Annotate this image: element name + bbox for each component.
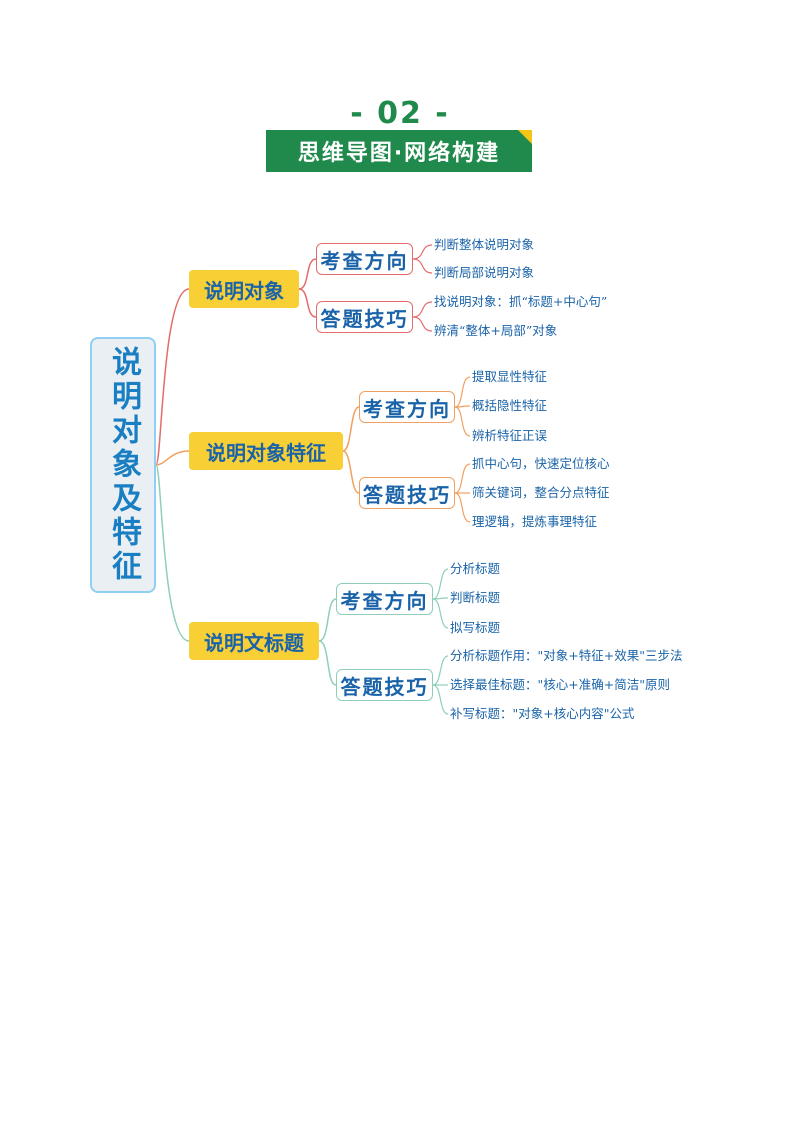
connector-b2-g2	[342, 450, 360, 494]
group-node-3-2: 答题技巧	[336, 669, 433, 701]
leaf-item: 辨清“整体+局部”对象	[434, 323, 558, 338]
leaf-item: 理逻辑，提炼事理特征	[472, 514, 598, 529]
leaf-item: 筛关键词，整合分点特征	[472, 485, 610, 500]
connector-b1-g2-i2	[412, 316, 433, 332]
connector-b3-g2-i1	[432, 655, 449, 686]
connector-b1-g2-i1	[412, 301, 433, 318]
branch-node-3: 说明文标题	[189, 622, 319, 660]
leaf-item: 判断标题	[450, 590, 501, 605]
leaf-item: 提取显性特征	[472, 369, 548, 384]
leaf-item: 判断局部说明对象	[434, 265, 535, 280]
connector-b3-g2-i3	[432, 684, 449, 715]
group-node-1-2: 答题技巧	[316, 301, 413, 333]
connector-b1-g1-i1	[412, 244, 433, 260]
banner-corner	[518, 130, 532, 144]
root-node: 说明对象及特征	[90, 337, 156, 593]
branch-node-1: 说明对象	[189, 270, 299, 308]
section-number: - 02 -	[350, 96, 450, 131]
section-banner: 思维导图·网络构建	[266, 130, 532, 172]
group-node-2-2: 答题技巧	[359, 477, 455, 509]
connector-b3-g1-i1	[432, 568, 449, 600]
group-node-2-1: 考查方向	[359, 391, 455, 423]
leaf-item: 找说明对象：抓“标题+中心句”	[434, 294, 608, 309]
connector-b2-g2-i3	[454, 492, 471, 523]
connector-b2-g1	[342, 406, 360, 452]
connector-b1-g1-i2	[412, 258, 433, 274]
leaf-item: 概括隐性特征	[472, 398, 548, 413]
leaf-item: 拟写标题	[450, 620, 501, 635]
leaf-item: 抓中心句，快速定位核心	[472, 456, 610, 471]
leaf-item: 选择最佳标题："核心+准确+简洁"原则	[450, 677, 670, 692]
leaf-item: 辨析特征正误	[472, 428, 548, 443]
connector-b3-g2	[318, 640, 337, 686]
connector-b3-g1	[318, 598, 337, 642]
connector-root-branch-1	[155, 288, 190, 466]
leaf-item: 补写标题："对象+核心内容"公式	[450, 706, 635, 721]
group-node-3-1: 考查方向	[336, 583, 433, 615]
connector-b2-g1-i3	[454, 406, 471, 437]
connector-b1-g1	[298, 258, 317, 290]
group-node-1-1: 考查方向	[316, 243, 413, 275]
connector-b3-g1-i3	[432, 598, 449, 629]
connector-root-branch-2	[155, 450, 190, 466]
connector-b2-g1-i1	[454, 376, 471, 408]
connector-b2-g2-i1	[454, 463, 471, 494]
leaf-item: 分析标题作用："对象+特征+效果"三步法	[450, 648, 683, 663]
leaf-item: 分析标题	[450, 561, 501, 576]
banner-title: 思维导图·网络构建	[297, 141, 501, 166]
connector-root-branch-3	[155, 464, 190, 642]
connector-b1-g2	[298, 288, 317, 318]
leaf-item: 判断整体说明对象	[434, 237, 535, 252]
branch-node-2: 说明对象特征	[189, 432, 343, 470]
